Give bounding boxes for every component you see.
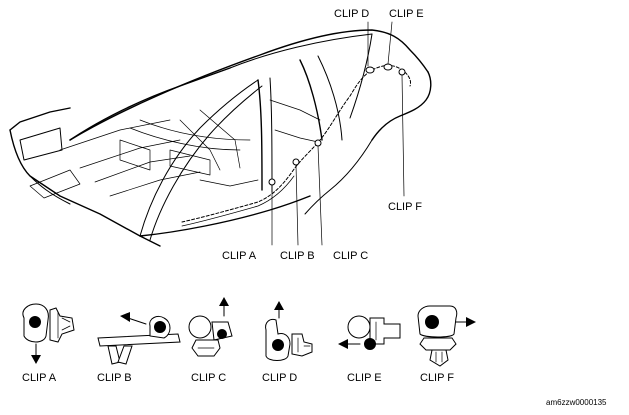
label-clip-d-top: CLIP D: [334, 8, 369, 20]
label-clip-a-top: CLIP A: [222, 250, 257, 262]
label-clip-f-top: CLIP F: [388, 201, 422, 213]
label-clip-f-bottom: CLIP F: [420, 372, 454, 384]
clip-marker-f: [398, 68, 406, 76]
label-clip-b-bottom: CLIP B: [97, 372, 132, 384]
clip-a-detail: [22, 303, 75, 364]
label-clip-a-bottom: CLIP A: [22, 372, 57, 384]
label-clip-d-bottom: CLIP D: [262, 372, 297, 384]
label-clip-c-top: CLIP C: [333, 250, 368, 262]
clip-marker-d: [365, 66, 375, 74]
wiring-harness: [181, 65, 411, 227]
clip-marker-b: [292, 158, 300, 166]
label-clip-e-top: CLIP E: [389, 8, 424, 20]
vehicle-body-outline: [9, 29, 432, 247]
label-clip-e-bottom: CLIP E: [347, 372, 382, 384]
clip-b-detail: [97, 312, 181, 365]
clip-c-detail: [188, 297, 233, 357]
clip-marker-c: [314, 139, 322, 147]
label-clip-b-top: CLIP B: [280, 250, 315, 262]
label-clip-c-bottom: CLIP C: [191, 372, 226, 384]
clip-e-detail: [338, 315, 401, 350]
clip-f-detail: [417, 305, 476, 367]
figure-code: am6zzw0000135: [546, 398, 607, 407]
clip-marker-e: [383, 63, 393, 71]
leader-lines: [271, 21, 405, 246]
clip-d-detail: [265, 301, 313, 361]
clip-marker-a: [268, 178, 276, 186]
